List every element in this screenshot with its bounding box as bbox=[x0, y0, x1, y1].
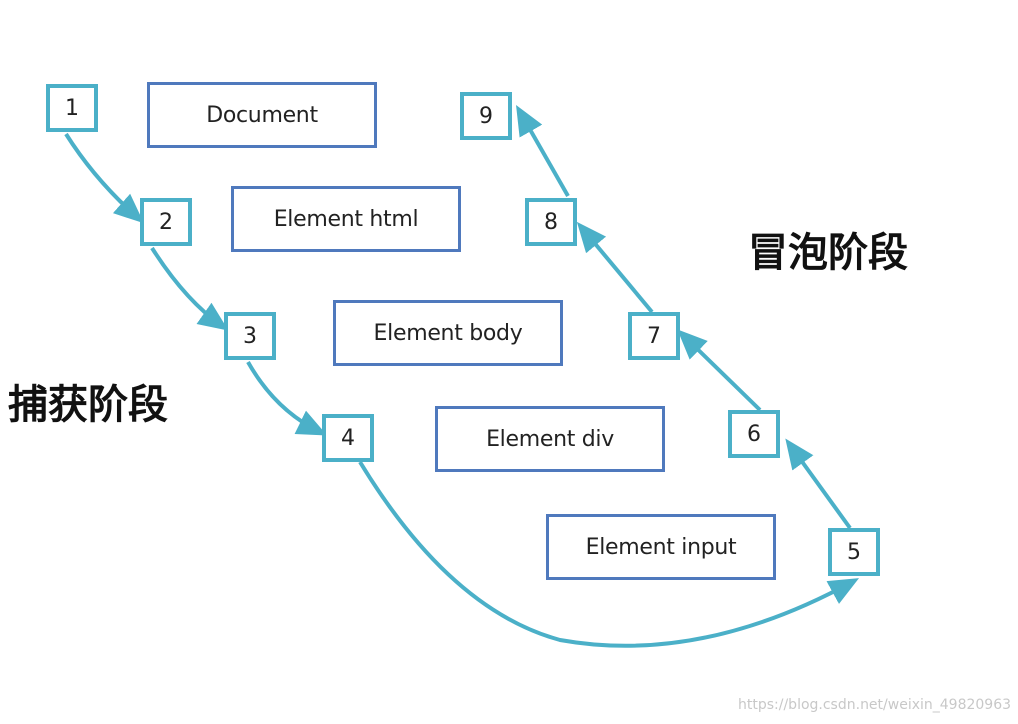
arrow-1-to-2 bbox=[64, 132, 144, 224]
arrow-2-to-3 bbox=[150, 246, 229, 331]
step-7-box: 7 bbox=[628, 312, 680, 360]
step-9-box: 9 bbox=[460, 92, 512, 140]
step-1-box: 1 bbox=[46, 84, 98, 132]
element-html-box: Element html bbox=[231, 186, 461, 252]
step-6-box: 6 bbox=[728, 410, 780, 458]
arrow-6-to-7 bbox=[677, 329, 762, 412]
arrow-3-to-4 bbox=[246, 361, 328, 436]
element-document-box: Document bbox=[147, 82, 377, 148]
element-input-box: Element input bbox=[546, 514, 776, 580]
bubble-phase-label: 冒泡阶段 bbox=[748, 230, 908, 276]
step-3-box: 3 bbox=[224, 312, 276, 360]
step-5-box: 5 bbox=[828, 528, 880, 576]
arrow-8-to-9 bbox=[516, 105, 570, 197]
arrow-4-to-5 bbox=[358, 460, 860, 648]
capture-phase-label: 捕获阶段 bbox=[8, 382, 168, 428]
step-4-box: 4 bbox=[322, 414, 374, 462]
element-div-box: Element div bbox=[435, 406, 665, 472]
step-8-box: 8 bbox=[525, 198, 577, 246]
arrow-7-to-8 bbox=[576, 221, 654, 314]
source-watermark: https://blog.csdn.net/weixin_49820963 bbox=[738, 697, 1012, 713]
arrow-5-to-6 bbox=[785, 438, 852, 530]
step-2-box: 2 bbox=[140, 198, 192, 246]
element-body-box: Element body bbox=[333, 300, 563, 366]
